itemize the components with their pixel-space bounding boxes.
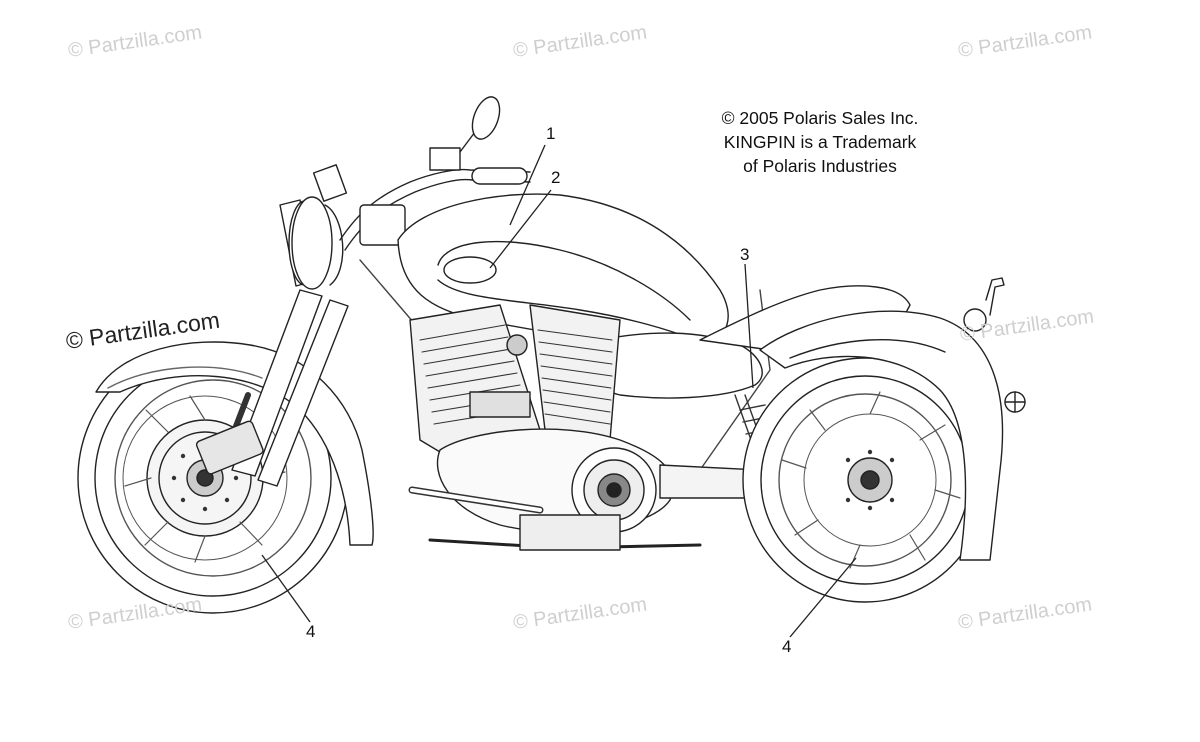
seat xyxy=(594,285,911,399)
leader-line-3 xyxy=(744,263,754,389)
handlebars xyxy=(312,96,531,251)
callout-3: 3 xyxy=(740,245,750,264)
rear-fender xyxy=(759,277,1026,561)
leader-lines xyxy=(261,144,857,638)
front-wheel xyxy=(77,342,349,614)
trademark-line: KINGPIN is a Trademark xyxy=(723,132,917,152)
callout-4-front: 4 xyxy=(306,622,316,641)
callout-4-rear: 4 xyxy=(782,637,792,656)
leader-line-2 xyxy=(489,189,552,269)
copyright-notice: © 2005 Polaris Sales Inc. KINGPIN is a T… xyxy=(680,106,960,178)
leader-line-4-front xyxy=(261,554,311,623)
callout-2: 2 xyxy=(551,168,561,187)
callout-1: 1 xyxy=(546,124,556,143)
leader-line-1 xyxy=(509,144,546,226)
leader-line-4-rear xyxy=(789,557,857,638)
front-forks xyxy=(195,289,349,487)
trademark-owner-line: of Polaris Industries xyxy=(743,156,897,176)
engine xyxy=(409,304,674,533)
copyright-line: © 2005 Polaris Sales Inc. xyxy=(721,108,919,128)
headlight xyxy=(279,196,344,290)
